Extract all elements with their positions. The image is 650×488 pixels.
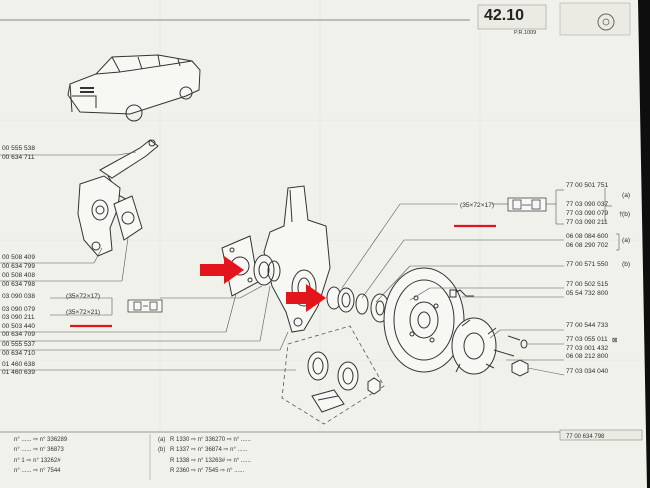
thumbnail-box <box>559 2 631 36</box>
right-bracket-marks <box>604 188 620 251</box>
bottom-left-row: n° ...... ⇨ n° 7544 <box>14 468 61 474</box>
svg-text:†: † <box>619 211 623 218</box>
bottom-table-mark: (a) <box>158 437 165 443</box>
red-arrow-inner-bearing-icon <box>200 256 244 284</box>
page-number: 42.10 <box>484 7 524 24</box>
right-part-numbers: 77 00 501 751 77 03 090 037 77 03 090 079 7… <box>566 182 609 375</box>
thumbnail-hub-icon <box>597 13 615 31</box>
left-part-number: 00 634 711 <box>2 154 35 161</box>
red-arrow-outer-bearing-icon <box>286 284 326 312</box>
right-part-number: 05 54 732 800 <box>566 290 609 297</box>
seal-kit-box <box>281 325 385 425</box>
right-bearing-symbol <box>507 197 547 212</box>
thumbnail-hub-center <box>602 18 610 26</box>
bottom-right-row: R 1330 ⇨ n° 336270 ⇨ n° ...... <box>170 437 251 443</box>
hub-nut-drawing <box>507 335 529 377</box>
left-bearing-dimensions: (35×72×17) (35×72×21) <box>66 293 100 316</box>
left-part-number: 00 508 408 <box>2 272 35 279</box>
right-part-number: 77 03 055 011 <box>566 336 608 343</box>
disc-bolt-drawing <box>449 289 474 298</box>
left-part-number: 03 090 079 <box>2 306 35 313</box>
bottom-left-row: n° ...... ⇨ n° 36873 <box>14 447 65 453</box>
wheel-hub-drawing <box>451 317 515 375</box>
left-part-number: 00 634 710 <box>2 350 35 357</box>
right-part-number: 77 00 544 733 <box>566 322 609 329</box>
left-part-number: 00 634 709 <box>2 331 35 338</box>
left-part-number: 00 503 440 <box>2 323 35 330</box>
part-suffix-marks: (a) (b) (a) (b) <box>622 192 630 268</box>
right-part-number: 77 03 001 432 <box>566 345 609 352</box>
bottom-right-row: R 1337 ⇨ n° 36874 ⇨ n° ...... <box>170 447 248 453</box>
left-part-number: 00 508 409 <box>2 254 35 261</box>
right-part-number: 77 03 090 079 <box>566 210 609 217</box>
part-suffix-mark: (a) <box>622 237 630 244</box>
bottom-left-row: n° ...... ⇨ n° 336289 <box>14 437 68 443</box>
right-part-number: 77 03 090 037 <box>566 201 609 208</box>
right-part-number: 77 03 090 211 <box>566 219 608 226</box>
inner-bearing-drawing <box>253 254 281 286</box>
left-part-number: 00 634 798 <box>2 281 35 288</box>
right-part-number: 77 00 502 515 <box>566 281 609 288</box>
brake-disc-drawing <box>383 267 465 373</box>
bottom-table-mark: (b) <box>158 447 165 453</box>
left-part-number: 01 460 639 <box>2 369 35 376</box>
part-suffix-mark: (b) <box>622 261 630 268</box>
right-bearing-dimension: (35×72×17) <box>460 202 494 209</box>
bottom-right-row: R 1338 ⇨ n° 13263# ⇨ n° ...... <box>170 458 251 464</box>
left-part-number: 03 090 211 <box>2 314 35 321</box>
left-leader-lines <box>0 151 296 371</box>
left-part-number: 00 634 799 <box>2 263 35 270</box>
left-bearing-symbol <box>127 299 163 313</box>
backing-plate-drawing <box>113 195 143 241</box>
left-bearing-dimension: (35×72×21) <box>66 309 100 316</box>
page-number-box <box>477 4 547 30</box>
left-part-numbers: 00 555 538 00 634 711 00 508 409 00 634 799… <box>2 145 35 376</box>
dagger-marks: † ⊠ <box>612 211 623 344</box>
left-part-number: 03 090 038 <box>2 293 35 300</box>
footer-ref: 77 00 634 798 <box>566 434 605 440</box>
right-part-number: 06 08 084 600 <box>566 233 609 240</box>
right-part-number: 06 08 290 702 <box>566 242 609 249</box>
car-icon <box>67 54 201 122</box>
svg-text:⊠: ⊠ <box>612 337 618 344</box>
bottom-right-table: R 1330 ⇨ n° 336270 ⇨ n° ...... R 1337 ⇨ n… <box>170 437 251 474</box>
bottom-left-row: n° 1 ⇨ n° 13262# <box>14 458 61 464</box>
bottom-right-row: R 2360 ⇨ n° 7545 ⇨ n° ...... <box>170 468 245 474</box>
right-part-number: 77 00 571 550 <box>566 261 609 268</box>
left-part-number: 01 460 638 <box>2 361 35 368</box>
bottom-table-marks: (a) (b) <box>158 437 165 453</box>
page-ref: P.R.1009 <box>514 30 536 36</box>
right-part-number: 06 08 212 800 <box>566 353 609 360</box>
steering-knuckle-drawing <box>77 175 121 257</box>
left-bearing-dimension: (35×72×17) <box>66 293 100 300</box>
bottom-left-table: n° ...... ⇨ n° 336289 n° ...... ⇨ n° 3687… <box>14 437 68 474</box>
right-leader-lines <box>341 189 565 376</box>
right-part-number: 77 00 501 751 <box>566 182 609 189</box>
part-suffix-mark: (a) <box>622 192 630 199</box>
left-part-number: 00 555 537 <box>2 341 35 348</box>
footer-ref-box <box>559 429 643 441</box>
right-part-number: 77 03 034 040 <box>566 368 609 375</box>
left-part-number: 00 555 538 <box>2 145 35 152</box>
outer-bearing-stack-drawing <box>326 286 390 323</box>
part-suffix-mark: (b) <box>622 211 630 218</box>
